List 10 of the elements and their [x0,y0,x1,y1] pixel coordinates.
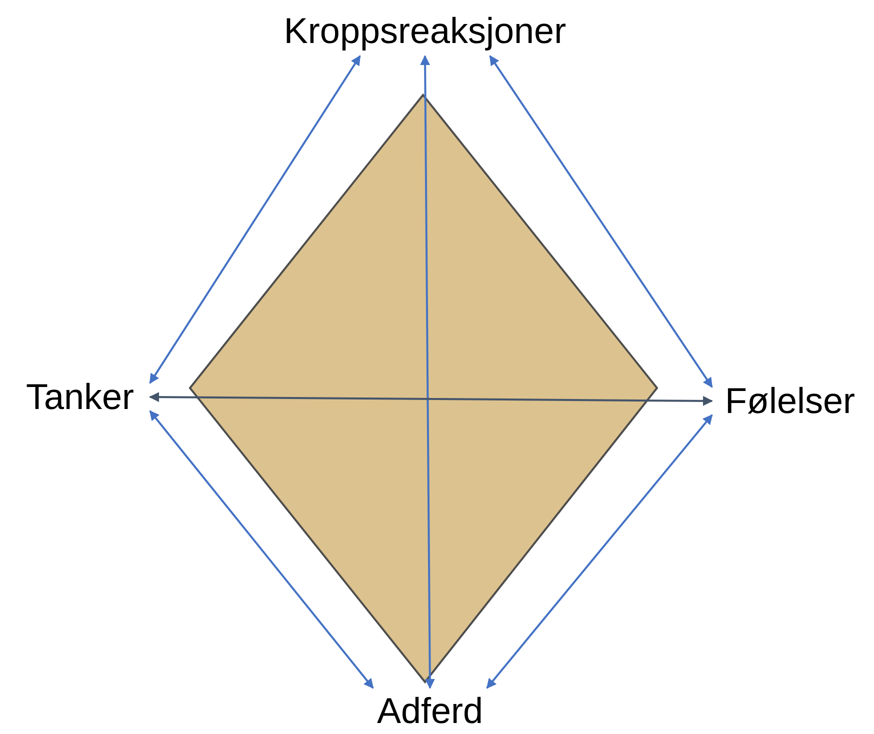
node-label: Kroppsreaksjoner [284,10,566,52]
arrow [149,410,374,689]
arrow [486,414,713,689]
node-label: Adferd [376,690,484,732]
node-label: Tanker [26,376,134,418]
arrow [149,55,361,384]
node-label: Følelser [724,380,855,422]
arrow [149,392,713,406]
arrow [420,55,435,689]
arrow [489,55,713,388]
